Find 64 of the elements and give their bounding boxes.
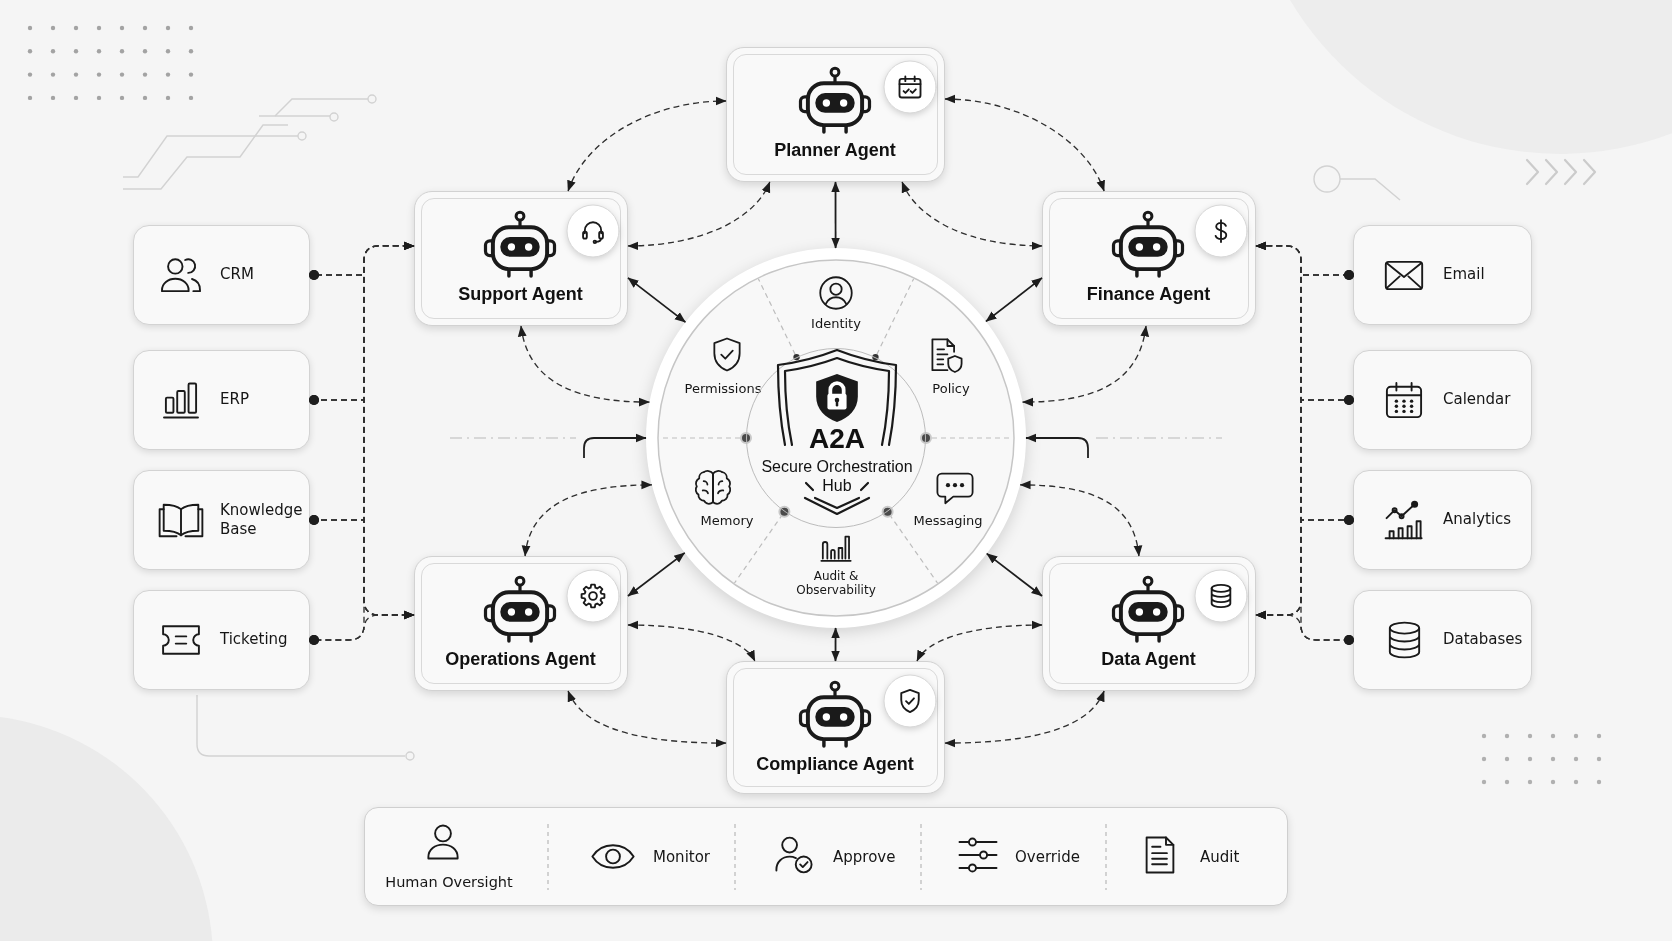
agent-name: Support Agent bbox=[458, 283, 583, 305]
system-name: Calendar bbox=[1443, 390, 1511, 410]
system-card bbox=[1353, 470, 1532, 570]
agent-name: Finance Agent bbox=[1086, 283, 1211, 305]
agent-card bbox=[1042, 556, 1256, 691]
double-arrow bbox=[831, 627, 840, 662]
system-name: Analytics bbox=[1443, 510, 1512, 530]
double-arrow bbox=[901, 181, 1043, 250]
system-name: Email bbox=[1443, 265, 1485, 285]
double-arrow bbox=[985, 552, 1043, 597]
double-arrow bbox=[627, 277, 687, 323]
hub-subtitle: Secure Orchestration Hub bbox=[760, 457, 914, 495]
agent-card bbox=[414, 191, 628, 326]
capability-label: Audit & Observability bbox=[795, 568, 877, 598]
double-arrow bbox=[627, 552, 686, 597]
double-arrow bbox=[944, 690, 1105, 748]
arrow bbox=[309, 610, 415, 645]
system-name: Databases bbox=[1443, 630, 1523, 650]
panel-heading: Human Oversight bbox=[385, 874, 513, 890]
hub-title: A2A bbox=[809, 425, 865, 453]
system-card bbox=[133, 470, 310, 570]
double-arrow bbox=[567, 690, 727, 748]
double-arrow bbox=[522, 480, 653, 557]
agent-name: Compliance Agent bbox=[756, 753, 914, 775]
double-arrow bbox=[627, 181, 771, 250]
system-card bbox=[1353, 225, 1532, 325]
system-name: Ticketing bbox=[220, 630, 288, 650]
action-label: Override bbox=[1015, 848, 1080, 866]
system-card bbox=[1353, 590, 1532, 690]
oversight-panel bbox=[364, 807, 1288, 906]
agent-name: Data Agent bbox=[1101, 648, 1196, 670]
agent-card bbox=[726, 47, 945, 182]
agent-name: Planner Agent bbox=[774, 139, 896, 161]
arrow bbox=[583, 433, 647, 459]
agent-card bbox=[726, 661, 945, 794]
action-label: Approve bbox=[833, 848, 896, 866]
double-arrow bbox=[518, 325, 651, 407]
agent-card bbox=[414, 556, 628, 691]
capability-label: Messaging bbox=[913, 513, 983, 529]
capability-label: Identity bbox=[811, 316, 861, 332]
double-arrow bbox=[944, 95, 1105, 192]
system-card bbox=[133, 225, 310, 325]
double-arrow bbox=[831, 181, 840, 249]
capability-label: Memory bbox=[700, 513, 754, 529]
double-arrow bbox=[985, 277, 1043, 323]
arrow bbox=[1255, 610, 1354, 645]
capability-label: Permissions bbox=[684, 381, 762, 397]
system-card bbox=[1353, 350, 1532, 450]
double-arrow bbox=[916, 620, 1043, 662]
action-label: Audit bbox=[1200, 848, 1240, 866]
system-card bbox=[133, 590, 310, 690]
double-arrow bbox=[627, 620, 756, 662]
capability-label: Policy bbox=[932, 381, 970, 397]
agent-name: Operations Agent bbox=[445, 648, 596, 670]
system-name: CRM bbox=[220, 265, 254, 285]
system-card bbox=[133, 350, 310, 450]
agent-card bbox=[1042, 191, 1256, 326]
arrow bbox=[1025, 433, 1089, 459]
double-arrow bbox=[1021, 325, 1149, 407]
action-label: Monitor bbox=[653, 848, 711, 866]
system-name: ERP bbox=[220, 390, 249, 410]
double-arrow bbox=[567, 97, 727, 192]
system-name: Knowledge Base bbox=[220, 500, 304, 540]
double-arrow bbox=[1019, 480, 1142, 557]
